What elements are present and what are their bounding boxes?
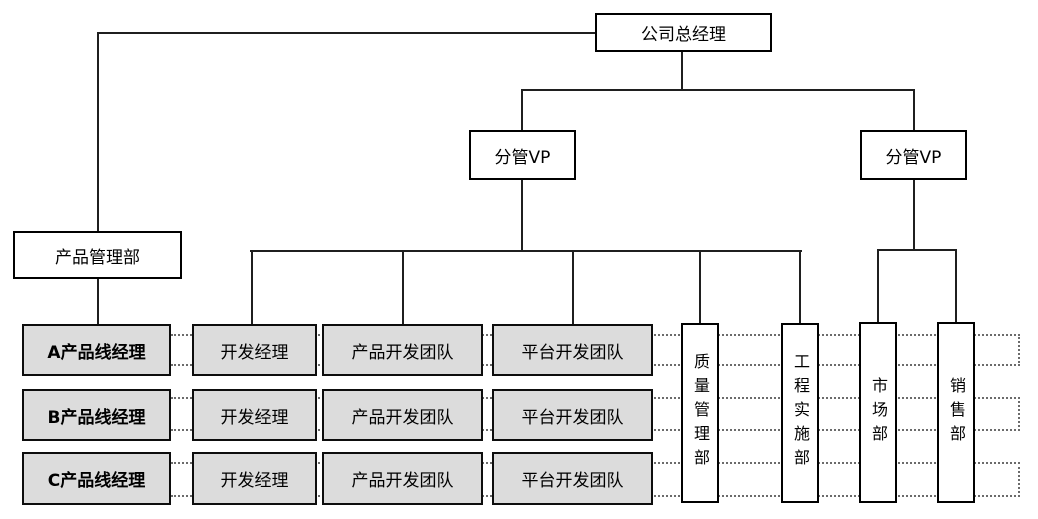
connector-line [250,250,802,252]
box-vp-left: 分管VP [469,130,576,180]
connector-line [97,34,99,231]
box-dev-manager-c: 开发经理 [192,452,317,505]
connector-line [955,251,957,323]
box-dev-manager-b: 开发经理 [192,389,317,441]
box-sales-dept: 销售部 [937,322,975,503]
connector-line [913,180,915,250]
box-platform-dev-team-a: 平台开发团队 [492,324,653,376]
connector-line [572,252,574,325]
box-general-manager: 公司总经理 [595,13,772,52]
connector-line [877,249,957,251]
box-product-dev-team-a: 产品开发团队 [322,324,483,376]
dotted-link-row1-return [1018,334,1020,366]
box-product-line-a-manager: A产品线经理 [22,324,171,376]
connector-line [681,52,683,91]
connector-line [521,180,523,251]
connector-line [913,91,915,131]
box-product-dev-team-c: 产品开发团队 [322,452,483,505]
box-dev-manager-a: 开发经理 [192,324,317,376]
connector-line [402,252,404,325]
connector-line [251,252,253,325]
box-product-dev-team-b: 产品开发团队 [322,389,483,441]
box-marketing-dept: 市场部 [859,322,897,503]
connector-line [521,89,915,91]
box-platform-dev-team-b: 平台开发团队 [492,389,653,441]
connector-line [877,251,879,323]
box-product-line-b-manager: B产品线经理 [22,389,171,441]
box-product-line-c-manager: C产品线经理 [22,452,171,505]
box-quality-mgmt-dept: 质量管理部 [681,323,719,503]
box-product-management-dept: 产品管理部 [13,231,182,279]
dotted-link-row2-return [1018,397,1020,431]
dotted-link-row3-return [1018,462,1020,497]
box-platform-dev-team-c: 平台开发团队 [492,452,653,505]
connector-line [699,252,701,324]
connector-line [521,91,523,131]
box-vp-right: 分管VP [860,130,967,180]
connector-line [97,279,99,325]
connector-line [799,252,801,324]
box-engineering-impl-dept: 工程实施部 [781,323,819,503]
connector-line [97,32,597,34]
